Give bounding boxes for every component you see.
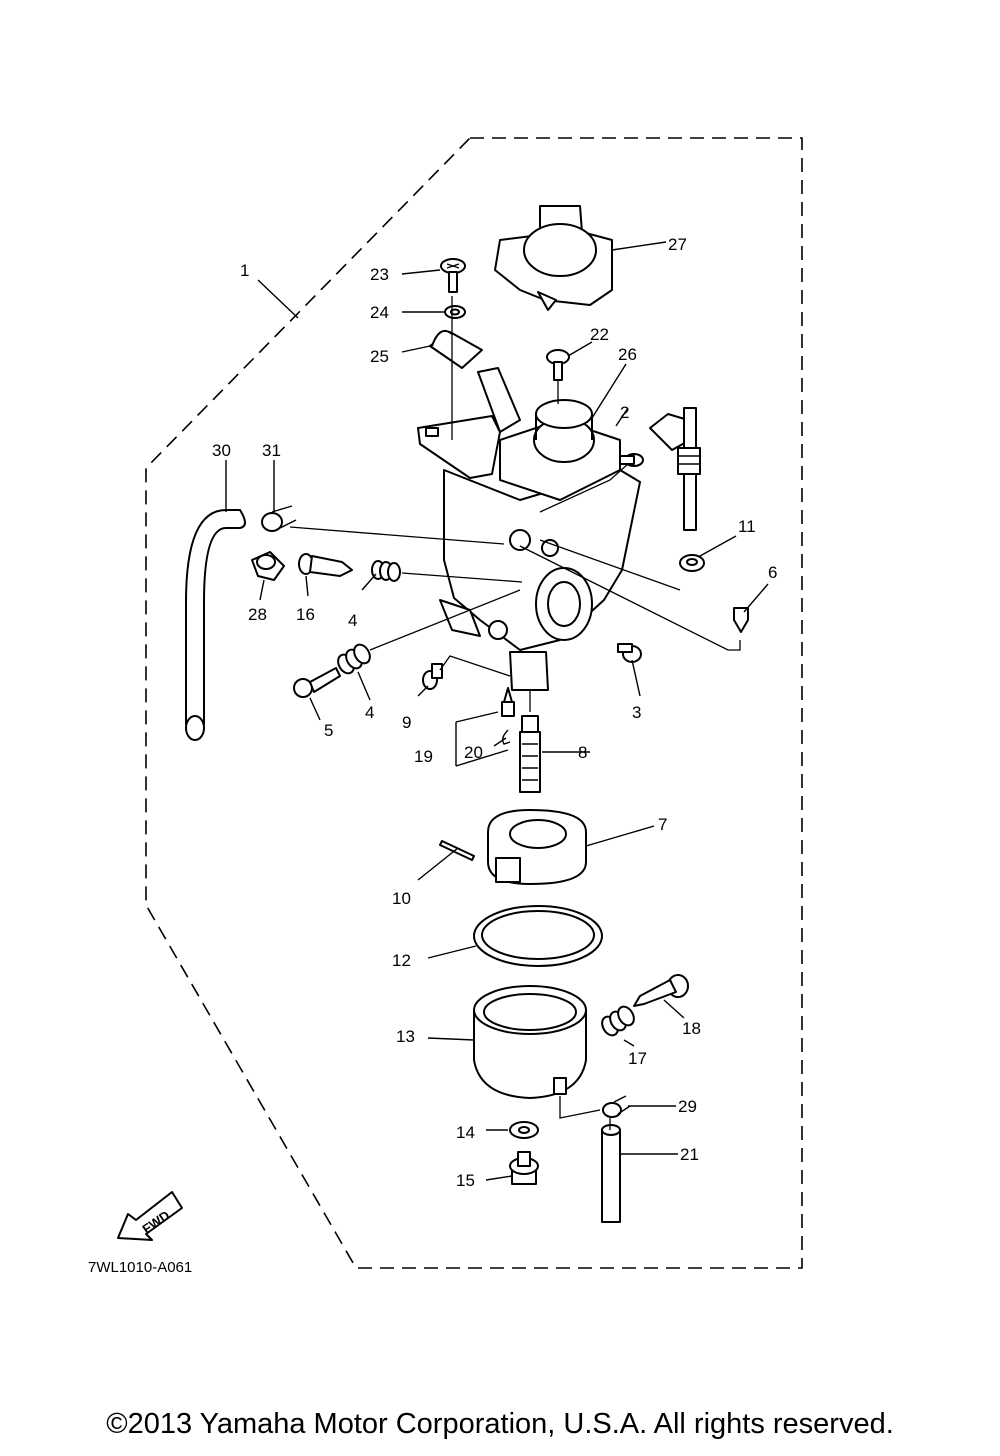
part-30-hose: [185, 509, 246, 741]
part-12-gasket: [473, 905, 603, 967]
part-3-screw: [617, 643, 642, 663]
callout-9: 9: [402, 713, 411, 732]
callout-4-lower: 4: [365, 703, 374, 722]
choke-lever: [649, 407, 701, 531]
part-31-clip: [261, 505, 297, 532]
callout-6: 6: [768, 563, 777, 582]
callout-13: 13: [396, 1027, 415, 1046]
part-9-screw: [422, 663, 443, 690]
part-11-o-ring: [679, 554, 705, 572]
callout-28: 28: [248, 605, 267, 624]
part-19-needle-valve: [501, 687, 515, 717]
part-13-float-bowl: [473, 985, 587, 1099]
part-28-cap: [251, 551, 285, 581]
copyright-notice: ©2013 Yamaha Motor Corporation, U.S.A. A…: [106, 1408, 894, 1440]
part-14-washer: [509, 1121, 539, 1139]
callout-24: 24: [370, 303, 389, 322]
callout-10: 10: [392, 889, 411, 908]
callout-22: 22: [590, 325, 609, 344]
callout-2: 2: [620, 403, 629, 422]
part-15-drain-bolt: [509, 1151, 539, 1185]
callout-30: 30: [212, 441, 231, 460]
part-17-spring: [601, 1005, 635, 1037]
callout-18: 18: [682, 1019, 701, 1038]
part-29-clip: [602, 1095, 631, 1118]
callout-19: 19: [414, 747, 433, 766]
carburetor-body: [417, 367, 641, 691]
part-2-screw: [619, 453, 644, 467]
callout-16: 16: [296, 605, 315, 624]
callout-11: 11: [738, 517, 756, 536]
callout-14: 14: [456, 1123, 475, 1142]
callout-20: 20: [464, 743, 483, 762]
callout-27: 27: [668, 235, 687, 254]
callout-leaders: [225, 241, 769, 1181]
part-8-main-nozzle: [519, 715, 541, 793]
part-4-spring-upper: [371, 560, 401, 582]
part-22-screw: [546, 349, 570, 381]
callout-23: 23: [370, 265, 389, 284]
part-24-washer: [444, 305, 466, 319]
callout-4-upper: 4: [348, 611, 357, 630]
part-4-spring-lower: [337, 643, 371, 675]
callout-7: 7: [658, 815, 667, 834]
part-16-screw: [298, 553, 353, 577]
callout-1: 1: [240, 261, 249, 280]
assembly-guide-lines: [289, 296, 741, 1130]
assembly-boundary: [145, 137, 803, 1269]
part-21-drain-hose: [601, 1124, 621, 1223]
part-27-intake-cover: [494, 205, 613, 311]
callout-25: 25: [370, 347, 389, 366]
part-6-needle: [733, 607, 749, 633]
part-23-screw: [440, 258, 466, 293]
part-18-drain-screw: [633, 974, 689, 1007]
callout-12: 12: [392, 951, 411, 970]
callout-3: 3: [632, 703, 641, 722]
part-25-bracket: [429, 330, 483, 369]
carburetor-exploded-diagram: FWD: [88, 137, 803, 1276]
callout-26: 26: [618, 345, 637, 364]
part-10-pin: [439, 840, 475, 861]
callout-15: 15: [456, 1171, 475, 1190]
callout-29: 29: [678, 1097, 697, 1116]
fwd-arrow-icon: FWD: [117, 1191, 183, 1241]
callout-5: 5: [324, 721, 333, 740]
callout-17: 17: [628, 1049, 647, 1068]
part-7-float: [487, 809, 587, 885]
part-5-screw: [293, 667, 341, 698]
part-20-clip: [501, 729, 511, 745]
drawing-code: 7WL1010-A061: [88, 1259, 192, 1276]
callout-21: 21: [680, 1145, 699, 1164]
callout-31: 31: [262, 441, 281, 460]
callout-numbers: 1 2 3 4 4 5 6 7 8 9 10 11 12 13 14 15 16…: [212, 235, 777, 1190]
callout-8: 8: [578, 743, 587, 762]
